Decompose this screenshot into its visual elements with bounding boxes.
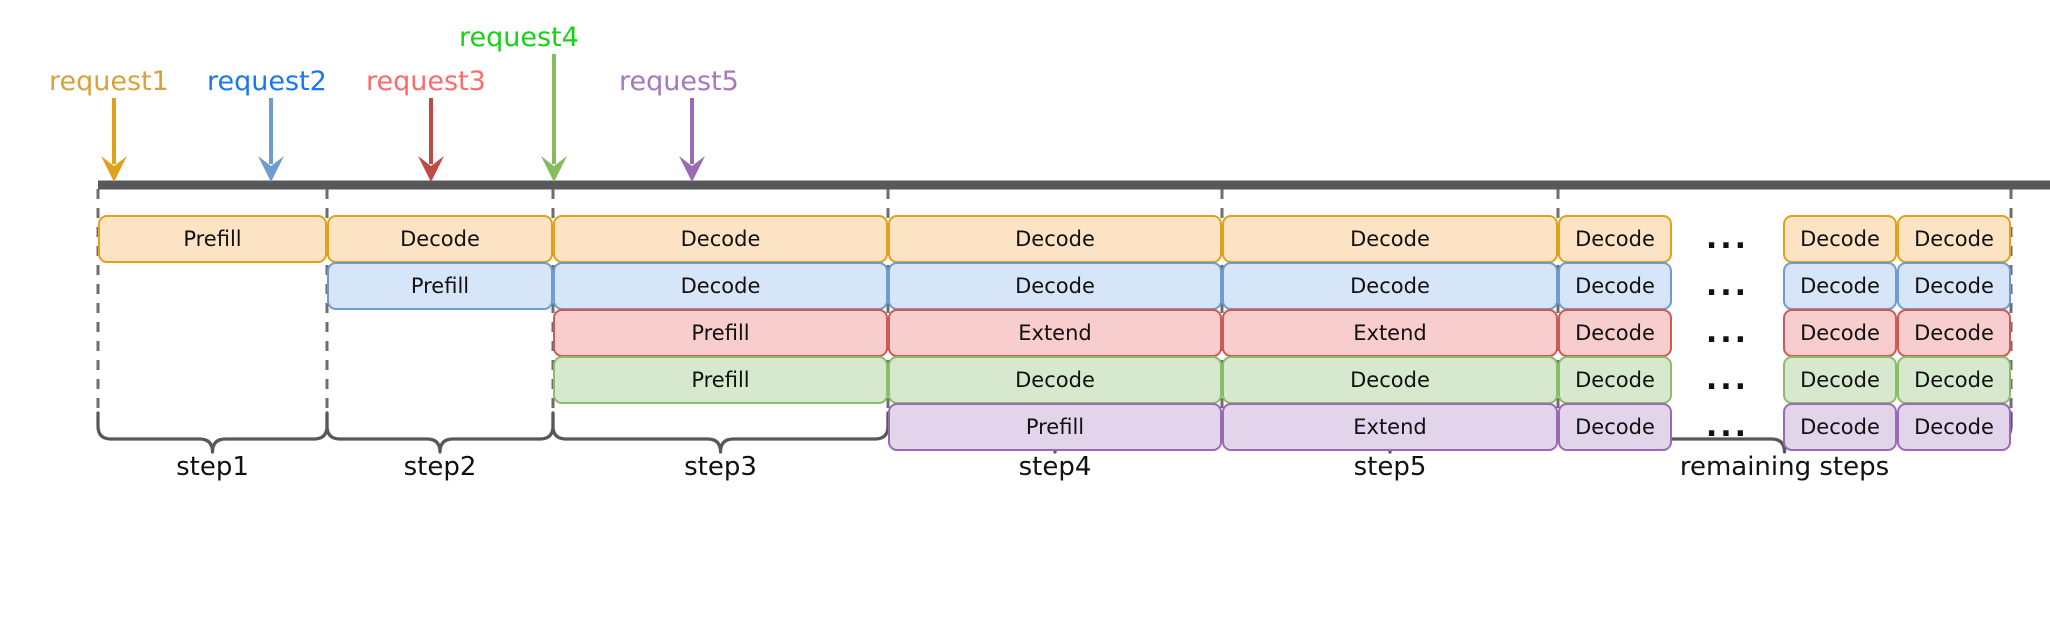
request5-row-cell-6-decode[interactable]: Decode — [1897, 403, 2011, 451]
request1-row-cell-4-decode[interactable]: Decode — [888, 215, 1222, 263]
request3-row-cell-1-prefill[interactable]: Prefill — [553, 309, 888, 357]
request5-arrow-head — [679, 156, 705, 182]
step-label-step1: step1 — [176, 452, 249, 482]
brace-step3 — [551, 411, 890, 454]
request-label-request4: request4 — [459, 22, 579, 53]
brace-step1 — [96, 411, 329, 454]
request2-row-cell-8-decode[interactable]: Decode — [1897, 262, 2011, 310]
request-label-request5: request5 — [619, 66, 739, 97]
request2-arrow-head — [258, 156, 284, 182]
request1-row-cell-2-decode[interactable]: Decode — [327, 215, 553, 263]
ellipsis-request3-row: ... — [1705, 315, 1750, 350]
request3-arrow-head — [418, 156, 444, 182]
request5-row-cell-5-decode[interactable]: Decode — [1783, 403, 1897, 451]
request1-arrow-head — [101, 156, 127, 182]
request3-row-cell-7-decode[interactable]: Decode — [1897, 309, 2011, 357]
request1-row-cell-3-decode[interactable]: Decode — [553, 215, 888, 263]
brace-step2 — [325, 411, 555, 454]
ellipsis-request5-row: ... — [1705, 409, 1750, 444]
request-arrow-request3 — [418, 98, 444, 182]
request1-row-cell-5-decode[interactable]: Decode — [1222, 215, 1558, 263]
request3-row-cell-6-decode[interactable]: Decode — [1783, 309, 1897, 357]
request2-row-cell-5-decode[interactable]: Decode — [1558, 262, 1672, 310]
request4-row-cell-3-decode[interactable]: Decode — [1222, 356, 1558, 404]
request4-row-cell-2-decode[interactable]: Decode — [888, 356, 1222, 404]
step-label-step3: step3 — [684, 452, 757, 482]
ellipsis-request4-row: ... — [1705, 362, 1750, 397]
request-arrow-request2 — [258, 98, 284, 182]
request5-row-cell-2-extend[interactable]: Extend — [1222, 403, 1558, 451]
request5-row-cell-1-prefill[interactable]: Prefill — [888, 403, 1222, 451]
request5-row-cell-3-decode[interactable]: Decode — [1558, 403, 1672, 451]
step-label-step5: step5 — [1353, 452, 1427, 482]
step-label-step2: step2 — [403, 452, 477, 482]
step-label-remaining-steps: remaining steps — [1679, 452, 1890, 482]
request2-row-cell-3-decode[interactable]: Decode — [888, 262, 1222, 310]
request2-row-cell-2-decode[interactable]: Decode — [553, 262, 888, 310]
request-arrow-request1 — [101, 98, 127, 182]
request-label-request3: request3 — [366, 66, 486, 97]
request2-row-cell-4-decode[interactable]: Decode — [1222, 262, 1558, 310]
request4-row-cell-6-decode[interactable]: Decode — [1783, 356, 1897, 404]
request2-row-cell-1-prefill[interactable]: Prefill — [327, 262, 553, 310]
ellipsis-request1-row: ... — [1705, 221, 1750, 256]
request1-row-cell-6-decode[interactable]: Decode — [1558, 215, 1672, 263]
request-arrow-request4 — [541, 54, 567, 182]
request-label-request1: request1 — [49, 66, 169, 97]
request2-row-cell-7-decode[interactable]: Decode — [1783, 262, 1897, 310]
request-label-request2: request2 — [207, 66, 327, 97]
ellipsis-request2-row: ... — [1705, 268, 1750, 303]
request3-row-cell-4-decode[interactable]: Decode — [1558, 309, 1672, 357]
request4-arrow-head — [541, 156, 567, 182]
request4-row-cell-1-prefill[interactable]: Prefill — [553, 356, 888, 404]
request4-row-cell-7-decode[interactable]: Decode — [1897, 356, 2011, 404]
step-label-step4: step4 — [1018, 452, 1092, 482]
request3-row-cell-3-extend[interactable]: Extend — [1222, 309, 1558, 357]
request3-row-cell-2-extend[interactable]: Extend — [888, 309, 1222, 357]
request1-row-cell-1-prefill[interactable]: Prefill — [98, 215, 327, 263]
request1-row-cell-8-decode[interactable]: Decode — [1783, 215, 1897, 263]
request-arrow-request5 — [679, 98, 705, 182]
request4-row-cell-4-decode[interactable]: Decode — [1558, 356, 1672, 404]
request1-row-cell-9-decode[interactable]: Decode — [1897, 215, 2011, 263]
